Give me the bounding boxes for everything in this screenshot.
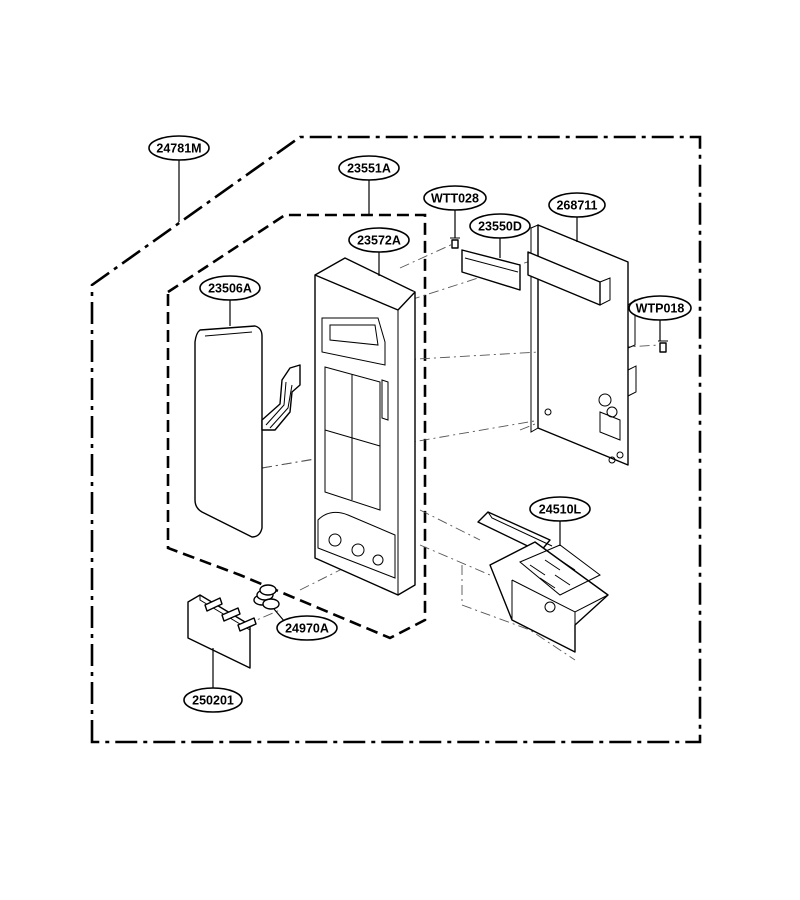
svg-text:24510L: 24510L bbox=[539, 503, 582, 517]
label-23551A: 23551A bbox=[338, 155, 400, 181]
svg-text:23572A: 23572A bbox=[357, 234, 401, 248]
inner-subassembly-boundary bbox=[166, 213, 427, 640]
part-control-panel-frame bbox=[314, 257, 416, 596]
svg-text:23550D: 23550D bbox=[478, 220, 522, 234]
label-23572A: 23572A bbox=[348, 227, 410, 253]
part-screw-wtp018 bbox=[658, 340, 668, 353]
svg-text:24970A: 24970A bbox=[285, 622, 329, 636]
svg-text:WTP018: WTP018 bbox=[636, 302, 685, 316]
label-23506A: 23506A bbox=[199, 275, 261, 301]
part-spring bbox=[253, 584, 280, 610]
outer-assembly-boundary bbox=[90, 135, 702, 744]
svg-text:23551A: 23551A bbox=[347, 162, 391, 176]
leader-lines bbox=[178, 160, 661, 688]
part-pcb-board bbox=[527, 224, 637, 466]
part-screw-wtt028 bbox=[450, 237, 460, 249]
label-268711: 268711 bbox=[548, 192, 606, 218]
svg-text:250201: 250201 bbox=[192, 694, 234, 708]
label-WTP018: WTP018 bbox=[628, 295, 692, 321]
part-display-window bbox=[194, 325, 301, 538]
svg-text:268711: 268711 bbox=[556, 199, 597, 213]
part-latch-lever bbox=[477, 511, 609, 653]
label-24781M: 24781M bbox=[148, 135, 210, 161]
part-door-button bbox=[187, 594, 257, 669]
label-24510L: 24510L bbox=[529, 496, 591, 522]
svg-text:WTT028: WTT028 bbox=[431, 192, 479, 206]
label-23550D: 23550D bbox=[469, 213, 531, 239]
part-small-film bbox=[461, 249, 521, 291]
label-WTT028: WTT028 bbox=[423, 185, 487, 211]
svg-text:23506A: 23506A bbox=[208, 282, 252, 296]
label-24970A: 24970A bbox=[276, 615, 338, 641]
label-250201: 250201 bbox=[183, 687, 243, 713]
svg-text:24781M: 24781M bbox=[156, 142, 201, 156]
